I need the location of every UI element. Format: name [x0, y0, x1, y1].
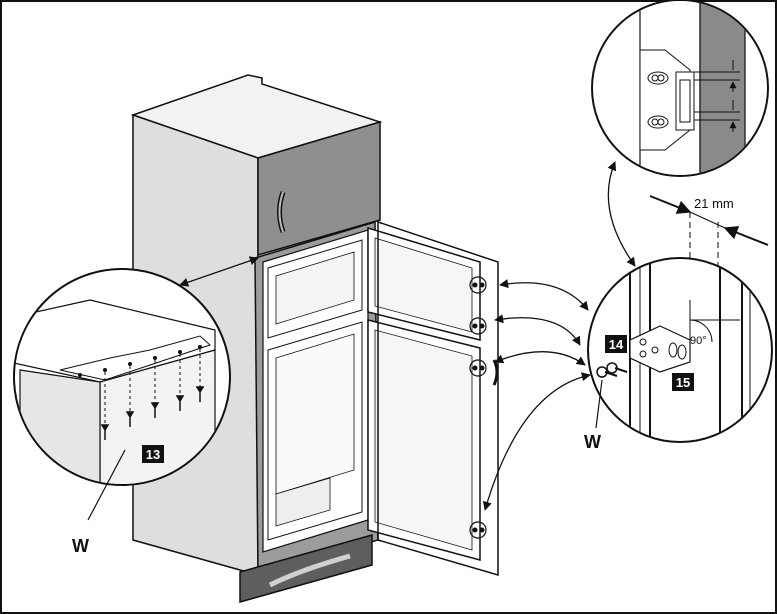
dimension-label: 21 mm — [694, 196, 734, 211]
kitchen-cabinet — [130, 74, 383, 603]
screw-pair-icon — [596, 362, 628, 378]
leader-line-w-left — [87, 449, 126, 521]
step-badge-14 — [605, 335, 627, 353]
furniture-door-panel — [377, 220, 499, 576]
step-badge-15 — [672, 373, 694, 391]
angle-label: 90° — [690, 335, 707, 347]
screw-label-w-right: W — [584, 432, 601, 452]
step-label-15: 15 — [676, 375, 690, 390]
step-label-13: 13 — [146, 447, 160, 462]
appliance-doors — [367, 220, 499, 576]
door-hinge-marks — [469, 276, 487, 539]
detail-circle-top-right — [591, 0, 769, 177]
screw-label-w-left: W — [72, 536, 89, 556]
step-label-14: 14 — [609, 337, 624, 352]
detail-circle-bottom-right: 90° 14 15 — [587, 257, 773, 443]
callout-arrow-circles — [607, 161, 636, 267]
hinge-bracket — [629, 325, 691, 373]
screw-icons — [100, 386, 205, 440]
callout-arrows-door — [482, 279, 591, 511]
upper-cabinet-door — [257, 120, 381, 256]
callout-arrow-left — [179, 256, 259, 287]
step-badge-13 — [142, 445, 164, 463]
leader-line-w-right — [595, 379, 603, 429]
